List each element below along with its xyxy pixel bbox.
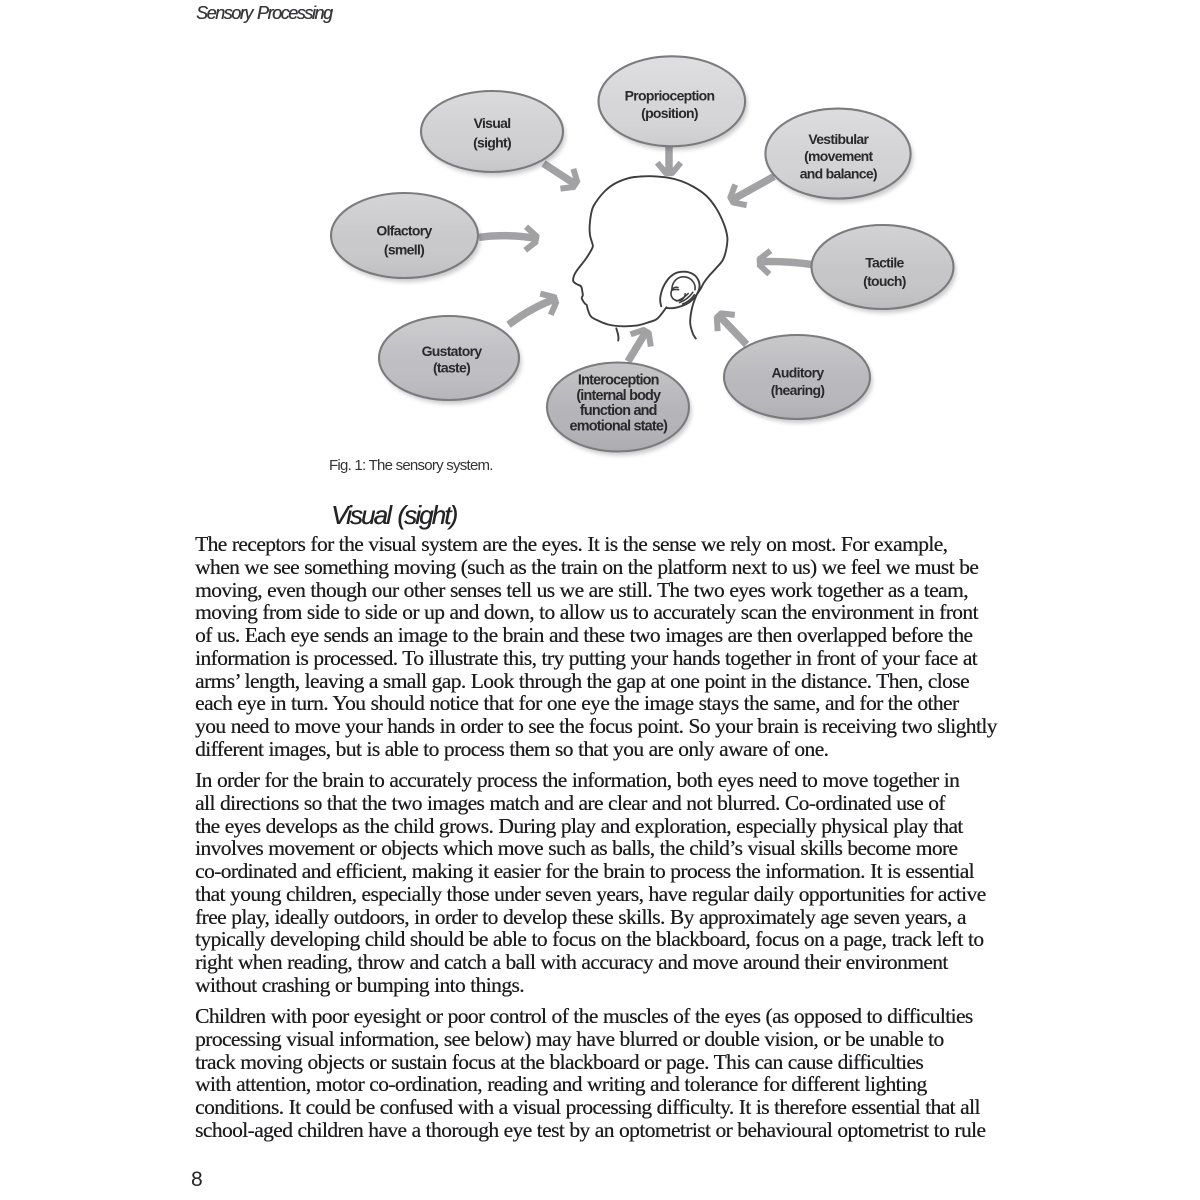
svg-text:(sight): (sight) (473, 135, 511, 151)
svg-text:Proprioception: Proprioception (625, 88, 715, 104)
svg-text:function and: function and (580, 403, 657, 419)
svg-text:(internal body: (internal body (576, 388, 661, 404)
svg-text:Visual: Visual (474, 115, 511, 131)
svg-text:Tactile: Tactile (865, 255, 904, 271)
svg-text:(smell): (smell) (384, 241, 424, 257)
svg-text:(touch): (touch) (863, 273, 906, 289)
svg-text:Gustatory: Gustatory (422, 343, 483, 359)
svg-text:and balance): and balance) (800, 166, 877, 182)
svg-text:Vestibular: Vestibular (808, 131, 869, 147)
svg-text:(taste): (taste) (433, 360, 470, 376)
svg-text:emotional state): emotional state) (570, 419, 669, 435)
svg-text:Interoception: Interoception (578, 373, 659, 389)
svg-text:Olfactory: Olfactory (376, 223, 432, 239)
svg-text:(movement: (movement (804, 148, 873, 164)
svg-text:(position): (position) (641, 105, 698, 121)
svg-text:Auditory: Auditory (772, 364, 825, 380)
svg-text:(hearing): (hearing) (771, 382, 825, 398)
